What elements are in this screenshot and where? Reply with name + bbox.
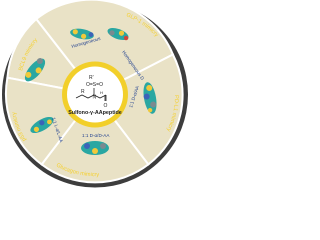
- formula-nitrogen: N: [93, 95, 97, 101]
- inner-label-d-alpha-daa: 1:1 D-α/D-AA: [82, 133, 110, 138]
- center-hub: [67, 66, 123, 123]
- formula-carbonyl: O: [104, 103, 108, 109]
- sector-glp1: [34, 0, 175, 96]
- center-label: Sulfono-γ-AApeptide: [68, 110, 122, 116]
- formula-nh: H: [100, 90, 103, 95]
- formula-sulfonyl: O=S=O: [86, 82, 103, 88]
- helix-p53: [30, 116, 54, 134]
- formula-r2: R': [89, 75, 94, 81]
- chemical-structure: [75, 88, 107, 101]
- sector-pdl1: [93, 53, 184, 166]
- helix-glp1-b: [107, 27, 129, 41]
- helix-bcl9: [24, 58, 46, 82]
- helix-glp1-a: [70, 28, 94, 40]
- helix-pdl1: [143, 82, 157, 114]
- sector-glucagon: [40, 92, 150, 184]
- formula-r1: R: [81, 89, 85, 95]
- helix-glucagon: [81, 141, 109, 155]
- sulfono-aapeptide-figure: Homogeneous Homogeneous D 1:1 D-α/AA 1:1…: [0, 0, 190, 189]
